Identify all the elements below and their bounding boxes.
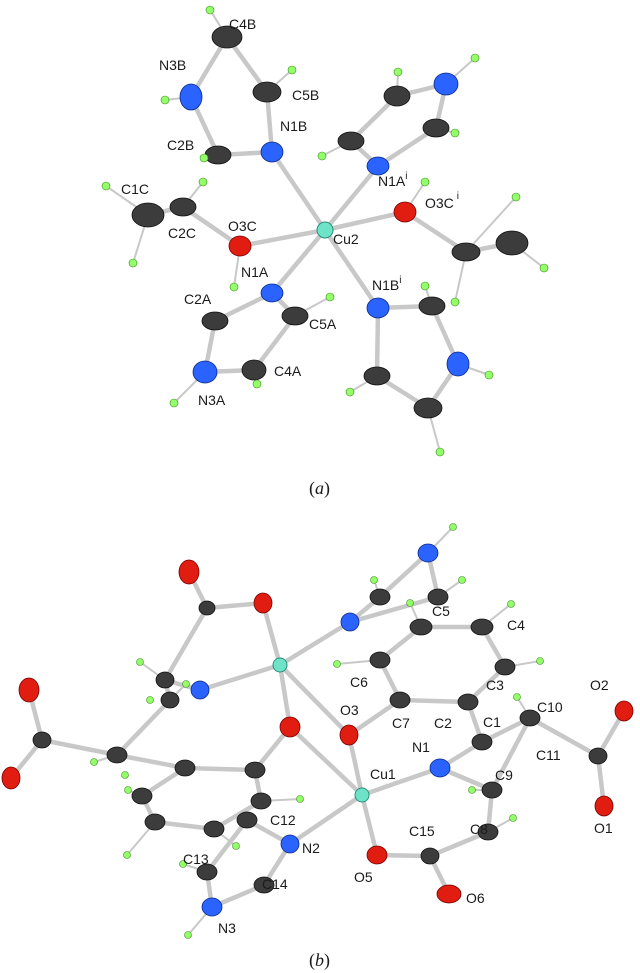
label-O3: O3 (340, 702, 359, 718)
label-O2: O2 (590, 677, 609, 693)
caption-a: (a) (309, 478, 330, 499)
panel-b-labels: C5 C4 C6 C3 O2 C10 O3 C7 C2 C1 C11 N1 C9… (183, 603, 613, 936)
label-N3: N3 (218, 920, 236, 936)
label-C12: C12 (270, 812, 296, 828)
label-O5: O5 (354, 869, 373, 885)
label-Cu1: Cu1 (370, 766, 396, 782)
panel-b: C5 C4 C6 C3 O2 C10 O3 C7 C2 C1 C11 N1 C9… (1, 523, 634, 971)
label-C15: C15 (409, 823, 435, 839)
label-C2A: C2A (184, 291, 212, 307)
label-N3A: N3A (198, 392, 226, 408)
label-C1: C1 (483, 714, 501, 730)
label-N2: N2 (302, 840, 320, 856)
label-N1A: N1A (241, 264, 269, 280)
label-C5B: C5B (292, 87, 319, 103)
label-N1Ai: N1Ai (378, 171, 407, 189)
label-C5: C5 (432, 603, 450, 619)
panel-a: C4B N3B C5B N1B C2B C1C C2C O3C Cu2 N1A … (101, 5, 549, 499)
label-C7: C7 (392, 715, 410, 731)
label-C6: C6 (350, 674, 368, 690)
label-C4B: C4B (229, 16, 256, 32)
label-N3B: N3B (159, 57, 186, 73)
label-N1B: N1B (280, 118, 307, 134)
label-N1: N1 (412, 739, 430, 755)
label-C2C: C2C (168, 225, 196, 241)
label-C4A: C4A (274, 363, 302, 379)
panel-b-atoms (1, 523, 634, 939)
label-Cu2: Cu2 (333, 231, 359, 247)
panel-a-atoms (101, 5, 549, 457)
label-C11: C11 (536, 747, 561, 763)
label-C8: C8 (470, 821, 488, 837)
panel-b-bonds (8, 526, 627, 936)
label-C1C: C1C (121, 181, 149, 197)
label-C13: C13 (183, 851, 209, 867)
label-C4: C4 (507, 617, 525, 633)
label-C10: C10 (537, 699, 563, 715)
label-C5A: C5A (309, 316, 337, 332)
label-O1: O1 (594, 820, 613, 836)
label-C3: C3 (486, 677, 504, 693)
label-C2: C2 (434, 715, 452, 731)
label-O6: O6 (466, 890, 485, 906)
caption-b: (b) (309, 950, 330, 971)
label-N1Bi: N1Bi (372, 275, 401, 293)
label-O3C: O3C (228, 218, 257, 234)
label-C14: C14 (262, 876, 288, 892)
label-C9: C9 (495, 767, 513, 783)
label-C2B: C2B (167, 137, 194, 153)
panel-a-labels: C4B N3B C5B N1B C2B C1C C2C O3C Cu2 N1A … (121, 16, 459, 408)
